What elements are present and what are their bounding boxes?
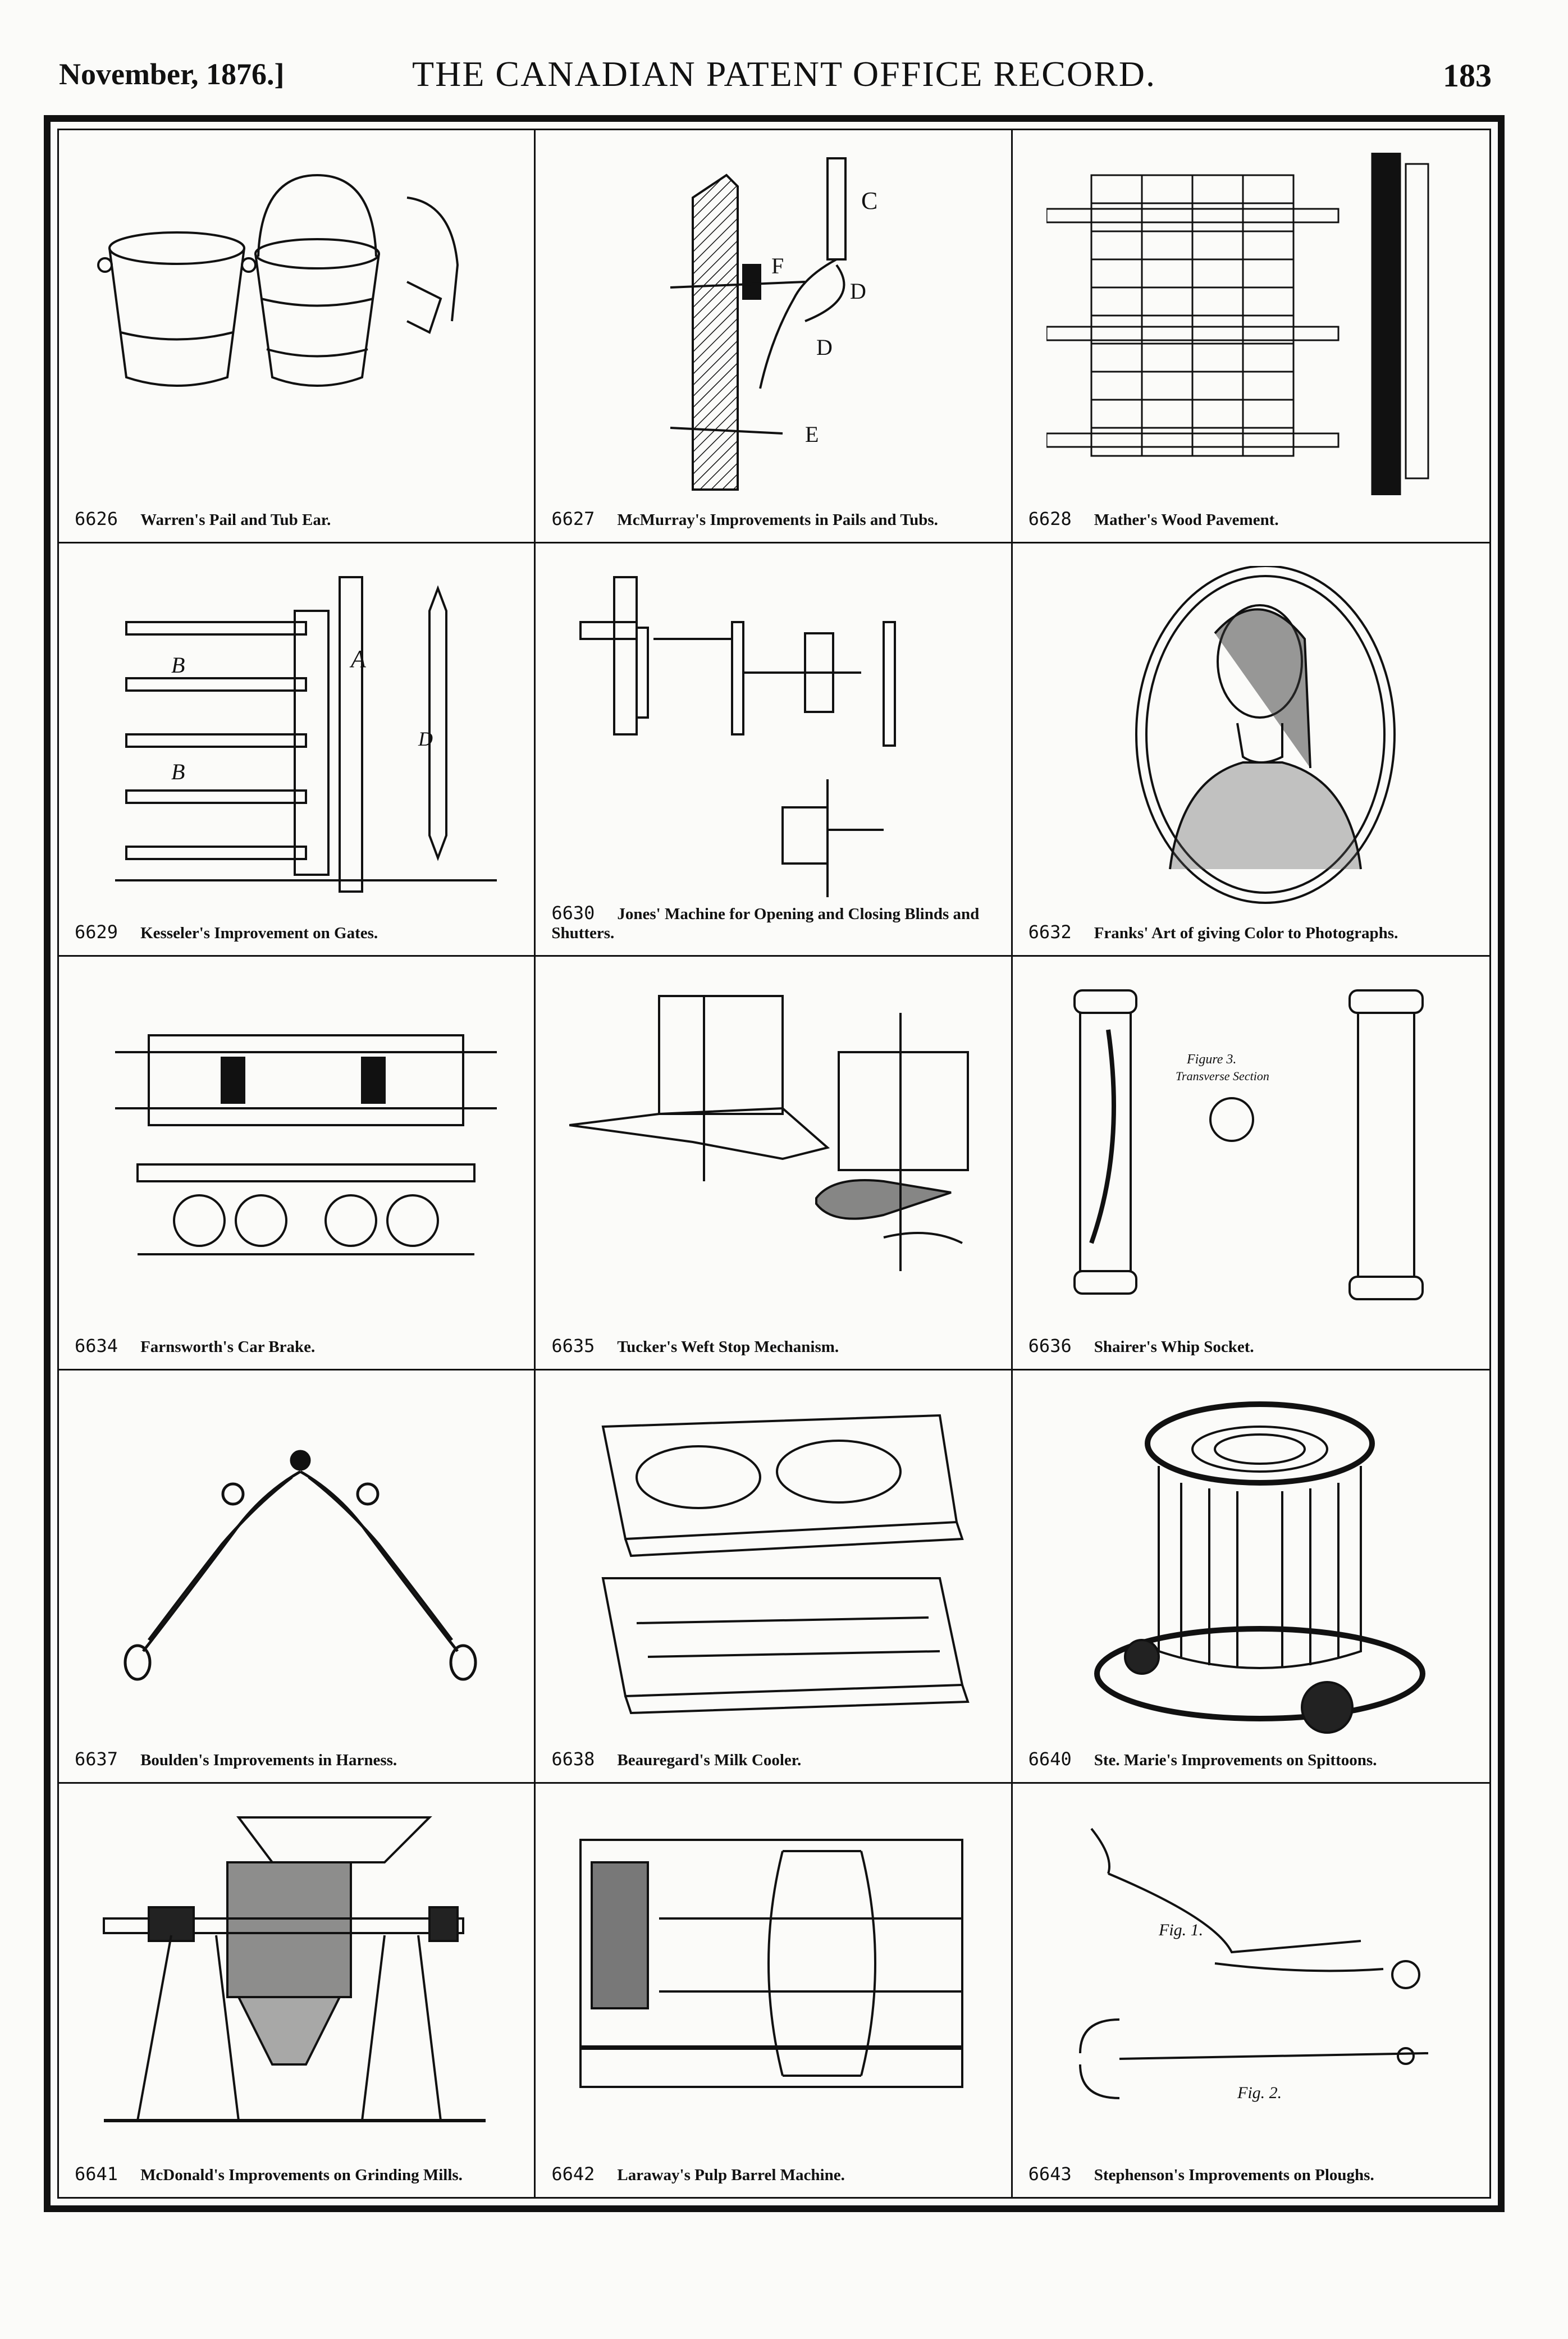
whip-socket-icon: Figure 3. Transverse Section — [1073, 989, 1424, 1301]
patent-title: Boulden's Improvements in Harness. — [140, 1751, 397, 1769]
gate-icon: A B B D — [115, 576, 497, 893]
plough-icon: Fig. 1. Fig. 2. — [1078, 1828, 1428, 2102]
patent-number: 6637 — [75, 1748, 118, 1770]
patent-cell-6637: 6637 Boulden's Improvements in Harness. — [59, 1370, 536, 1784]
patent-cell-6627: C F D D E 6627 McMurray's Improvements in… — [536, 130, 1013, 544]
weft-stop-icon — [569, 995, 970, 1272]
patent-title: Tucker's Weft Stop Mechanism. — [617, 1337, 839, 1356]
patent-title: McDonald's Improvements on Grinding Mill… — [140, 2166, 463, 2184]
patent-cell-6640: 6640 Ste. Marie's Improvements on Spittoo… — [1012, 1370, 1489, 1784]
plate-frame: 6626 Warren's Pail and Tub Ear. C F D D E — [44, 115, 1505, 2212]
patent-title: Franks' Art of giving Color to Photograp… — [1094, 924, 1398, 943]
patent-title: Warren's Pail and Tub Ear. — [140, 511, 331, 529]
patent-title: Kesseler's Improvement on Gates. — [140, 924, 378, 943]
figure-label: D — [418, 728, 433, 750]
figure-label: F — [771, 253, 784, 278]
patent-number: 6638 — [551, 1748, 595, 1770]
patent-title: Mather's Wood Pavement. — [1094, 511, 1279, 529]
patent-number: 6642 — [551, 2163, 595, 2185]
patent-number: 6626 — [75, 508, 118, 530]
patent-cell-6642: 6642 Laraway's Pulp Barrel Machine. — [536, 1783, 1013, 2197]
figure-label: B — [171, 652, 185, 678]
patent-cell-6635: 6635 Tucker's Weft Stop Mechanism. — [536, 957, 1013, 1370]
figure-label: C — [861, 187, 877, 214]
patent-cell-6636: Figure 3. Transverse Section 6636 Shairer… — [1012, 957, 1489, 1370]
figure-label: Fig. 1. — [1158, 1921, 1203, 1939]
patent-title: McMurray's Improvements in Pails and Tub… — [617, 511, 938, 529]
patent-number: 6632 — [1028, 921, 1072, 943]
pail-icon — [97, 173, 459, 387]
page-header: November, 1876.] THE CANADIAN PATENT OFF… — [0, 53, 1568, 109]
patent-cell-6629: A B B D 6629 Kesseler's Improvement on Ga… — [59, 543, 536, 957]
patent-cell-6626: 6626 Warren's Pail and Tub Ear. — [59, 130, 536, 544]
patent-number: 6643 — [1028, 2163, 1072, 2185]
publication-title: THE CANADIAN PATENT OFFICE RECORD. — [412, 54, 1156, 94]
figure-label: A — [349, 645, 367, 673]
patent-number: 6627 — [551, 508, 595, 530]
patent-title: Ste. Marie's Improvements on Spittoons. — [1094, 1751, 1377, 1769]
patent-number: 6629 — [75, 921, 118, 943]
brick-pavement-icon — [1046, 153, 1429, 495]
milk-cooler-icon — [601, 1414, 970, 1714]
figure-label: D — [850, 278, 866, 304]
figure-label: Fig. 2. — [1237, 2084, 1282, 2102]
patent-number: 6635 — [551, 1335, 595, 1356]
patent-title: Farnsworth's Car Brake. — [140, 1337, 316, 1356]
grinding-mill-icon — [103, 1816, 486, 2122]
pail-ear-icon: C F D D E — [670, 157, 878, 491]
page-number: 183 — [1443, 57, 1492, 94]
patent-number: 6634 — [75, 1335, 118, 1356]
issue-date: November, 1876.] — [59, 57, 285, 91]
barrel-machine-icon — [579, 1838, 964, 2088]
patent-number: 6628 — [1028, 508, 1072, 530]
figure-label: Transverse Section — [1176, 1069, 1269, 1083]
patent-title: Laraway's Pulp Barrel Machine. — [617, 2166, 845, 2184]
figure-label: D — [816, 335, 833, 360]
shutter-machine-icon — [579, 576, 897, 898]
patent-title: Stephenson's Improvements on Ploughs. — [1094, 2166, 1374, 2184]
portrait-icon — [1135, 566, 1396, 904]
patent-cell-6641: 6641 McDonald's Improvements on Grinding … — [59, 1783, 536, 2197]
figure-label: B — [171, 759, 185, 784]
harness-icon — [124, 1450, 477, 1681]
patent-title: Shairer's Whip Socket. — [1094, 1337, 1254, 1356]
patent-grid: 6626 Warren's Pail and Tub Ear. C F D D E — [59, 130, 1489, 2197]
patent-cell-6628: 6628 Mather's Wood Pavement. — [1012, 130, 1489, 544]
figure-label: Figure 3. — [1186, 1052, 1236, 1067]
patent-cell-6638: 6638 Beauregard's Milk Cooler. — [536, 1370, 1013, 1784]
spittoon-icon — [1094, 1401, 1425, 1734]
patent-number: 6630 — [551, 902, 595, 924]
patent-title: Beauregard's Milk Cooler. — [617, 1751, 802, 1769]
patent-cell-6634: 6634 Farnsworth's Car Brake. — [59, 957, 536, 1370]
patent-title: Jones' Machine for Opening and Closing B… — [551, 905, 980, 943]
patent-cell-6643: Fig. 1. Fig. 2. 6643 Stephenson's Improve… — [1013, 1784, 1489, 2197]
patent-number: 6640 — [1028, 1748, 1072, 1770]
patent-number: 6641 — [75, 2163, 118, 2185]
patent-number: 6636 — [1028, 1335, 1072, 1356]
patent-cell-6632: 6632 Franks' Art of giving Color to Photo… — [1012, 543, 1489, 957]
car-brake-icon — [115, 1034, 497, 1256]
figure-label: E — [805, 422, 819, 447]
